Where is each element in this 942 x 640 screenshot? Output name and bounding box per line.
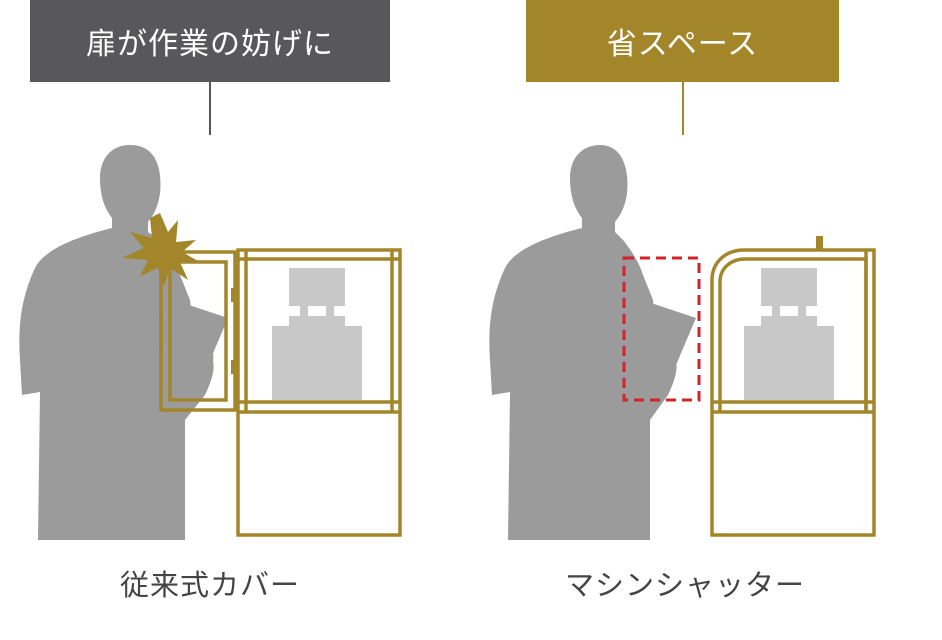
rolling-shutter-frame	[710, 236, 876, 537]
left-caption: 従来式カバー	[119, 568, 300, 602]
right-person-silhouette	[489, 145, 677, 540]
right-caption: マシンシャッター	[564, 568, 805, 602]
right-badge-text: 省スペース	[606, 27, 759, 62]
left-cover-frame	[236, 248, 402, 537]
right-clipboard	[636, 298, 696, 372]
left-person-silhouette	[19, 145, 214, 540]
left-badge-text: 扉が作業の妨げに	[86, 27, 334, 62]
left-panel-badge: 扉が作業の妨げに	[30, 0, 390, 82]
left-clipboard	[168, 298, 228, 372]
collision-burst-icon	[122, 213, 200, 286]
hinged-door	[159, 250, 237, 412]
right-machine	[744, 268, 834, 400]
dashed-space-outline	[622, 256, 701, 402]
right-panel-badge: 省スペース	[526, 0, 839, 82]
left-machine	[272, 268, 362, 400]
